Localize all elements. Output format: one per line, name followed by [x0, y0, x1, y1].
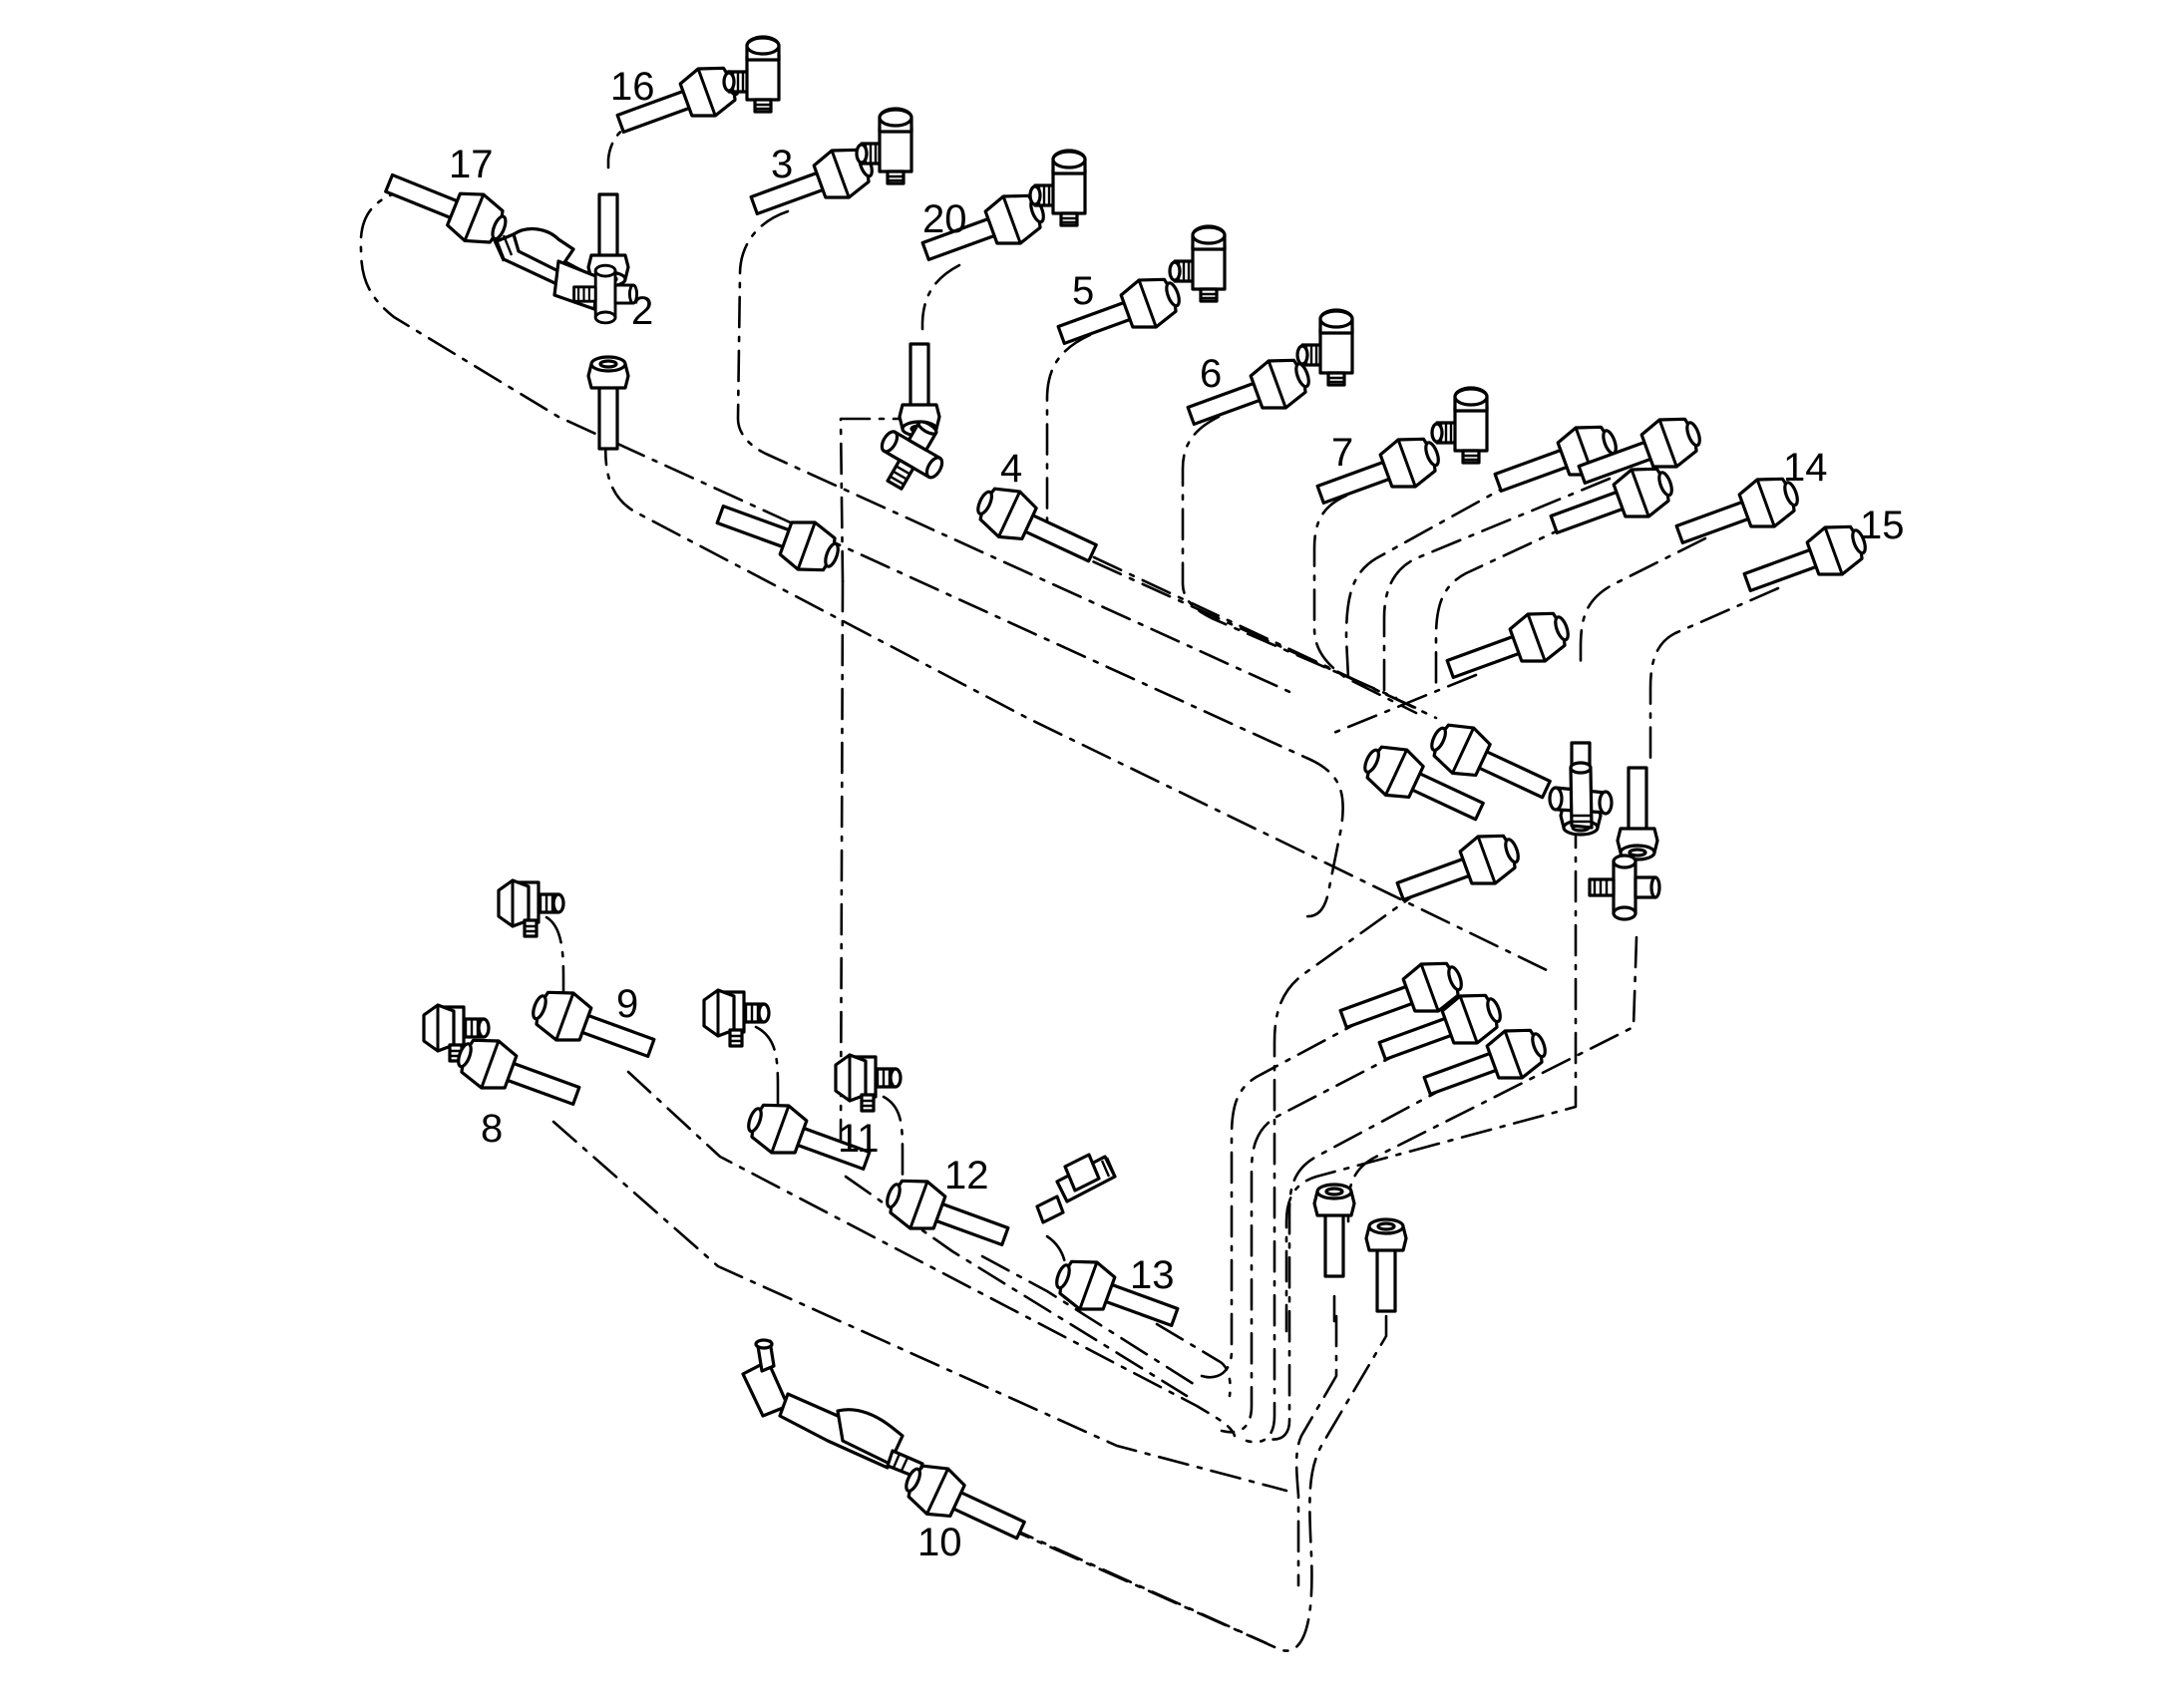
pipe-upper-b [1382, 477, 1612, 700]
connector-lower-b [1364, 1217, 1408, 1313]
connector-2-lower [586, 355, 630, 451]
callout-15: 15 [1860, 504, 1905, 547]
fittings [378, 35, 1874, 1554]
callout-9: 9 [616, 982, 638, 1026]
pipe-4 [1043, 532, 1438, 720]
connector-mid-upper [710, 489, 847, 582]
connector-9 [525, 980, 661, 1074]
pipe-lower-c [1294, 1314, 1338, 1587]
callout-17: 17 [449, 143, 494, 186]
pipe-15 [1648, 586, 1780, 760]
callout-16: 16 [610, 65, 655, 109]
callout-20: 20 [922, 197, 967, 241]
pipe-8-line [551, 1120, 1288, 1493]
pipe-17 [359, 185, 1344, 918]
pipe-9 [545, 915, 565, 999]
pipe-11 [754, 1025, 780, 1119]
callout-2: 2 [631, 289, 653, 333]
callout-14: 14 [1783, 446, 1828, 490]
connector-tee2-vertical [1616, 766, 1659, 861]
pipe-tee-down [839, 579, 845, 1144]
connector-15 [1737, 514, 1874, 608]
callout-8: 8 [481, 1107, 503, 1151]
pipe-cross-down [1284, 816, 1578, 1333]
pipe-mid-3 [1220, 1045, 1413, 1434]
pipe-tee2-down [1346, 935, 1638, 1223]
union-13 [1035, 1153, 1117, 1224]
pipe-14 [1579, 536, 1707, 668]
callout-11: 11 [838, 1117, 880, 1161]
pipe-cross-right [1324, 673, 1478, 738]
pipe-lower-b [1000, 1314, 1388, 1652]
pipe-mid-1 [1245, 882, 1431, 1444]
callout-13: 13 [1130, 1253, 1175, 1297]
pipe-20 [920, 263, 961, 331]
connector-lower-a [1312, 1183, 1356, 1278]
pipe-10-line [1003, 1524, 1269, 1645]
pipe-upper-c [1434, 518, 1582, 690]
callout-3: 3 [771, 143, 793, 186]
pipe-routes [359, 115, 1780, 1652]
pipe-13-line [1155, 1322, 1232, 1398]
pipe-13 [1045, 1234, 1069, 1288]
callout-7: 7 [1331, 431, 1353, 475]
callout-12: 12 [944, 1154, 989, 1197]
tee-right [1588, 854, 1661, 921]
pipe-12-line [980, 1254, 1199, 1388]
grease-nipple-9 [497, 878, 565, 938]
grease-nipple-7 [1430, 386, 1489, 465]
connector-4 [967, 476, 1105, 577]
pipe-7 [1312, 494, 1418, 715]
callout-6: 6 [1200, 352, 1222, 396]
pipe-upper-a [1344, 474, 1528, 680]
callout-4: 4 [1000, 447, 1022, 491]
callouts: 16 17 2 3 20 5 6 4 7 14 15 9 8 11 12 13 … [449, 65, 1905, 1564]
pipe-tee-up [839, 417, 924, 583]
connector-8 [450, 1028, 586, 1122]
pipe-9-line [626, 1070, 1237, 1438]
connector-mid-1 [1390, 824, 1527, 917]
relief-valve-10 [741, 1338, 924, 1480]
callout-5: 5 [1072, 269, 1094, 313]
pipe-3 [736, 209, 1298, 697]
grease-nipple-11 [702, 988, 771, 1048]
pipe-mid-4 [1263, 1080, 1458, 1441]
pipe-11-line [844, 1175, 1189, 1398]
callout-10: 10 [917, 1521, 962, 1564]
connector-cross-upper [1440, 601, 1577, 695]
pipe-6 [1181, 415, 1398, 700]
cross-fitting [1548, 761, 1614, 830]
pipe-mid-2 [1200, 1013, 1374, 1379]
pipe-12 [882, 1095, 905, 1179]
